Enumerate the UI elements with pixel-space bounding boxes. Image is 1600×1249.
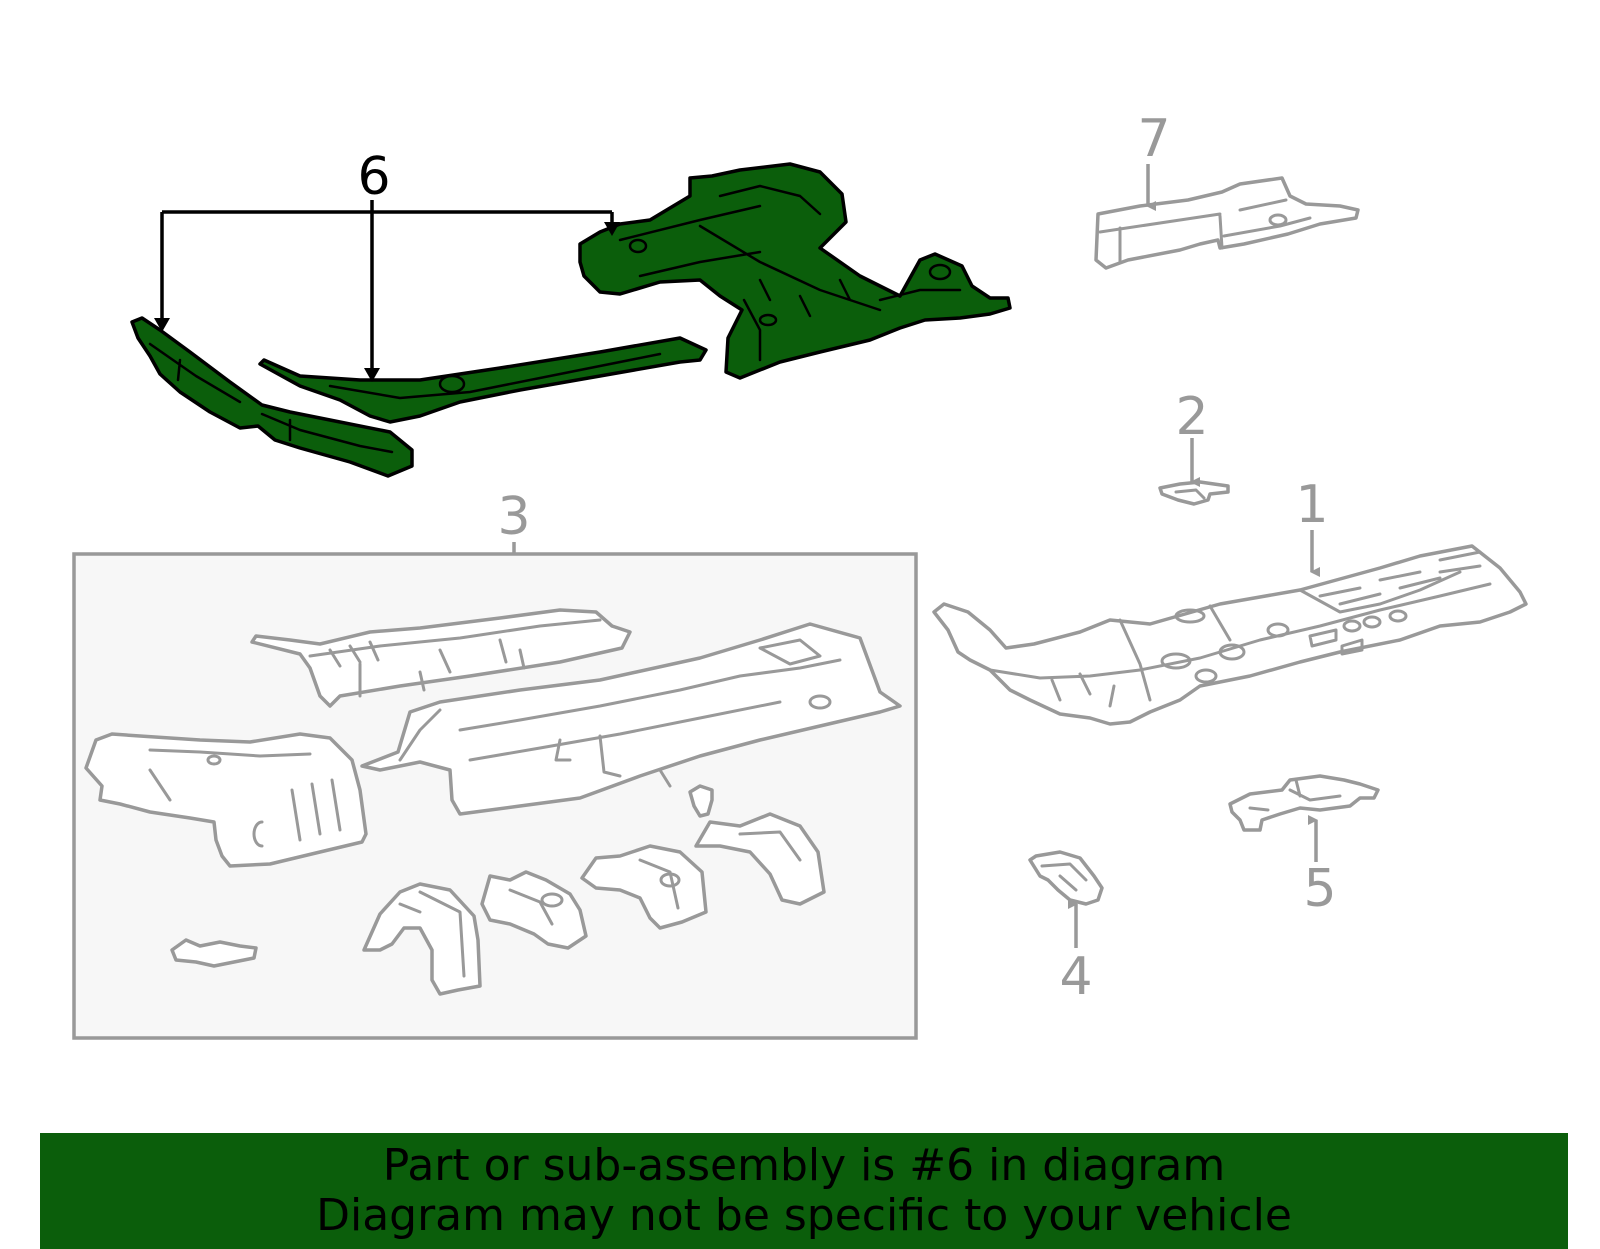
part-3-bracket-d [694, 812, 826, 906]
callout-7: 7 [1137, 109, 1170, 169]
part-3-clip [688, 784, 714, 818]
part-2-bracket[interactable] [1158, 438, 1230, 506]
part-3-bracket-a [362, 882, 482, 996]
info-banner: Part or sub-assembly is #6 in diagram Di… [40, 1133, 1568, 1249]
leader-6-main [160, 200, 614, 380]
part-7-floor-extension[interactable] [1094, 164, 1360, 270]
part-6-left-rail-detail [148, 342, 394, 454]
part-6-reinforcement[interactable] [130, 162, 1012, 478]
callout-4: 4 [1059, 947, 1092, 1007]
banner-line-disclaimer: Diagram may not be specific to your vehi… [316, 1190, 1292, 1241]
arrow-6-left [154, 318, 170, 332]
part-6-rear-frame-detail [618, 184, 962, 362]
callout-1: 1 [1295, 475, 1328, 535]
part-3-bracket-b [480, 870, 588, 950]
part-3-left-shield [84, 732, 368, 868]
callout-6: 6 [357, 147, 390, 207]
callout-2: 2 [1175, 387, 1208, 447]
part-6-rear-frame [578, 162, 1012, 380]
part-3-small-bracket [170, 938, 258, 968]
part-6-left-rail [130, 316, 414, 478]
part-5-bracket[interactable] [1228, 774, 1380, 862]
part-3-bracket-c [580, 844, 708, 930]
callout-3: 3 [497, 487, 530, 547]
part-6-middle-rail-detail [328, 352, 662, 400]
arrow-6-rear [604, 222, 620, 236]
part-6-middle-rail [258, 336, 708, 424]
arrow-6-middle [364, 368, 380, 382]
callout-5: 5 [1303, 859, 1336, 919]
part-4-bracket[interactable] [1028, 850, 1104, 948]
part-3-floor-group[interactable] [72, 542, 918, 1040]
part-3-tunnel-top [250, 608, 632, 708]
banner-line-part: Part or sub-assembly is #6 in diagram [382, 1140, 1226, 1191]
part-1-floor-pan[interactable] [932, 530, 1528, 726]
